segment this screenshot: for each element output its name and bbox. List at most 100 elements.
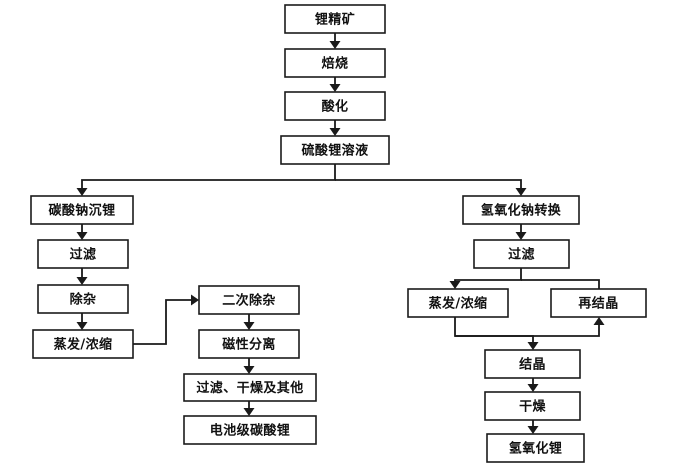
flow-node[interactable]: 氢氧化锂 [486, 433, 585, 463]
node-box [198, 285, 300, 315]
arrowhead-icon [515, 188, 527, 196]
node-box [484, 391, 581, 421]
arrowhead-icon [76, 277, 88, 285]
node-box [486, 433, 585, 463]
arrowhead-icon [515, 232, 527, 240]
arrowhead-icon [243, 408, 255, 416]
edge-connector [454, 317, 539, 350]
flow-node[interactable]: 硫酸锂溶液 [280, 135, 390, 165]
arrowhead-icon [527, 384, 539, 392]
flow-node[interactable]: 干燥 [484, 391, 581, 421]
node-box [37, 284, 129, 314]
edge-line [133, 299, 192, 345]
edge-connector [133, 294, 199, 345]
flow-node[interactable]: 氢氧化钠转换 [462, 195, 580, 225]
node-box [280, 135, 390, 165]
flow-node[interactable]: 除杂 [37, 284, 129, 314]
node-label: 过滤 [508, 247, 535, 263]
edge-connector [515, 224, 527, 240]
edge-connector [527, 420, 539, 434]
edge-connector [449, 268, 522, 289]
node-label: 焙烧 [321, 56, 349, 72]
edge-line [454, 317, 534, 344]
node-label: 干燥 [519, 399, 546, 415]
node-box [462, 195, 580, 225]
node-label: 结晶 [519, 357, 546, 373]
flow-node[interactable]: 蒸发/浓缩 [32, 329, 134, 359]
arrowhead-icon [76, 188, 88, 196]
flow-node[interactable]: 电池级碳酸锂 [183, 415, 317, 445]
edge-line [521, 279, 600, 289]
flow-node[interactable]: 酸化 [284, 91, 386, 121]
flow-node[interactable]: 二次除杂 [198, 285, 300, 315]
node-box [198, 329, 300, 359]
node-label: 电池级碳酸锂 [210, 423, 290, 439]
edge-connector [243, 314, 255, 330]
node-label: 蒸发/浓缩 [429, 296, 488, 312]
edge-line [81, 164, 336, 190]
arrowhead-icon [329, 128, 341, 136]
node-label: 硫酸锂溶液 [301, 143, 368, 159]
arrowhead-icon [76, 232, 88, 240]
edge-connector [455, 317, 605, 337]
edge-connector [329, 33, 341, 49]
node-label: 除杂 [70, 292, 97, 308]
node-box [37, 239, 129, 269]
node-box [473, 239, 570, 269]
edge-connector [76, 268, 88, 285]
edge-connector [76, 164, 336, 196]
arrowhead-icon [329, 41, 341, 49]
edge-line [455, 323, 600, 337]
node-label: 过滤、干燥及其他 [196, 380, 303, 396]
flow-node[interactable]: 磁性分离 [198, 329, 300, 359]
arrowhead-icon [527, 342, 539, 350]
node-label: 过滤 [70, 247, 97, 263]
edge-connector [329, 120, 341, 136]
node-box [183, 415, 317, 445]
node-box [32, 329, 134, 359]
arrowhead-icon [76, 322, 88, 330]
nodes-layer: 锂精矿焙烧酸化硫酸锂溶液碳酸钠沉锂过滤除杂蒸发/浓缩二次除杂磁性分离过滤、干燥及… [30, 4, 647, 463]
arrowhead-icon [243, 366, 255, 374]
arrowhead-icon [329, 84, 341, 92]
edge-line [454, 268, 522, 283]
edge-connector [527, 378, 539, 392]
flow-node[interactable]: 过滤 [473, 239, 570, 269]
node-box [183, 373, 317, 402]
node-box [284, 48, 386, 78]
node-label: 碳酸钠沉锂 [48, 203, 115, 219]
node-box [407, 288, 509, 318]
arrowhead-icon [191, 294, 199, 306]
flow-node[interactable]: 再结晶 [550, 288, 647, 318]
edge-connector [521, 279, 600, 289]
flow-node[interactable]: 过滤 [37, 239, 129, 269]
node-label: 锂精矿 [315, 12, 355, 28]
edge-connector [243, 358, 255, 374]
flow-node[interactable]: 过滤、干燥及其他 [183, 373, 317, 402]
node-box [30, 195, 134, 225]
flow-node[interactable]: 蒸发/浓缩 [407, 288, 509, 318]
node-box [284, 91, 386, 121]
node-label: 酸化 [322, 99, 349, 115]
node-label: 再结晶 [578, 296, 618, 312]
node-label: 氢氧化钠转换 [481, 203, 562, 219]
arrowhead-icon [449, 281, 461, 289]
edge-connector [76, 224, 88, 240]
flow-node[interactable]: 锂精矿 [284, 4, 386, 34]
flow-node[interactable]: 结晶 [484, 349, 581, 379]
node-label: 氢氧化锂 [509, 441, 563, 457]
flow-node[interactable]: 焙烧 [284, 48, 386, 78]
node-box [484, 349, 581, 379]
edge-line [335, 179, 522, 190]
node-box [284, 4, 386, 34]
flow-node[interactable]: 碳酸钠沉锂 [30, 195, 134, 225]
arrowhead-icon [243, 322, 255, 330]
edge-connector [243, 401, 255, 416]
node-label: 蒸发/浓缩 [54, 337, 113, 353]
arrowhead-icon [593, 317, 605, 325]
node-label: 二次除杂 [222, 293, 276, 309]
node-label: 磁性分离 [222, 337, 276, 353]
edge-connector [329, 77, 341, 92]
